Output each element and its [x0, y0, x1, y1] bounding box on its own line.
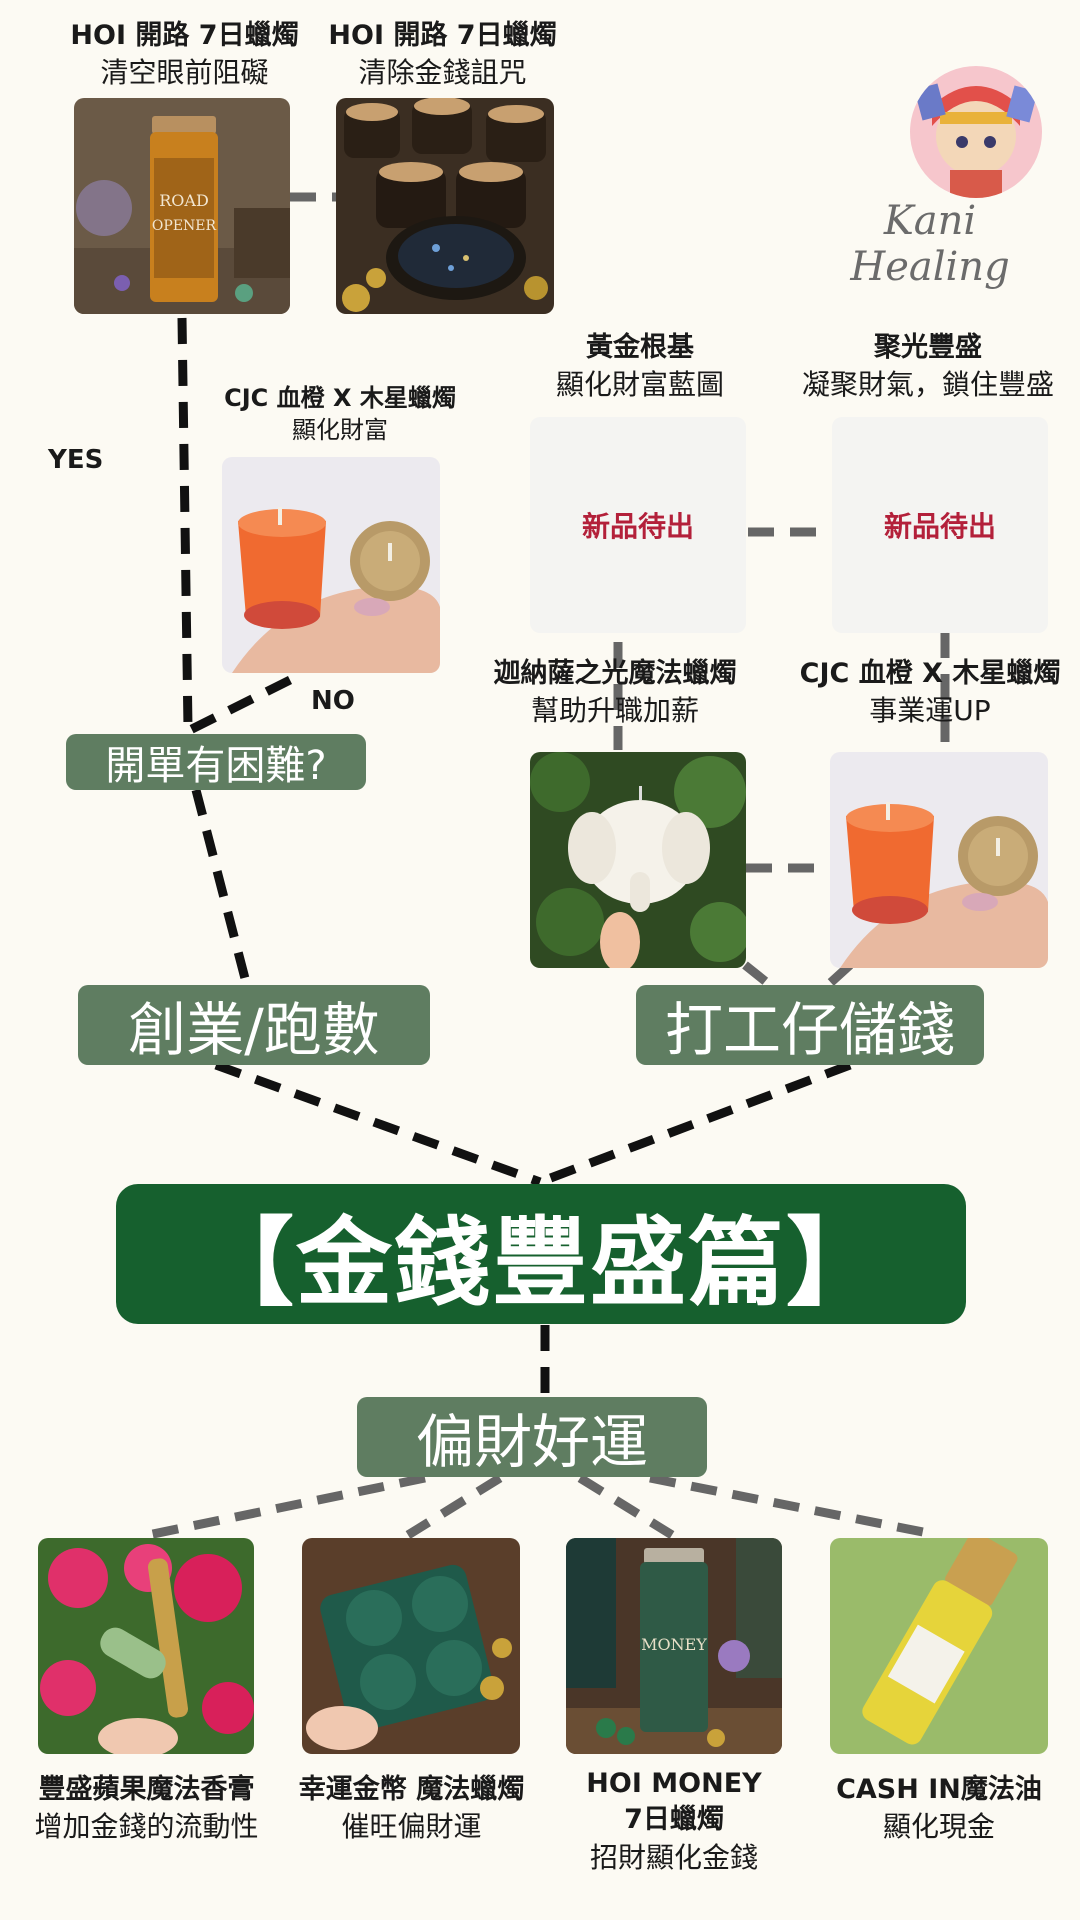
no-label: NO	[311, 686, 355, 716]
coming-soon-placeholder: 新品待出	[530, 417, 746, 633]
main-title-banner: 【金錢豐盛篇】	[116, 1184, 966, 1324]
product-title: 幸運金幣 魔法蠟燭	[298, 1774, 525, 1805]
road-opener-candle-photo[interactable]: ROAD OPENER	[74, 98, 290, 314]
ganesha-candle-photo[interactable]	[530, 752, 746, 968]
product-subtitle: 招財顯化金錢	[589, 1840, 758, 1874]
bottom-caption-2: HOI MONEY 7日蠟燭 招財顯化金錢	[554, 1766, 794, 1877]
svg-text:MONEY: MONEY	[641, 1635, 707, 1654]
top-right-caption: HOI 開路 7日蠟燭 清除金錢詛咒	[320, 18, 565, 92]
jupiter-candle-photo[interactable]	[222, 457, 440, 673]
cash-in-oil-photo[interactable]	[830, 1538, 1048, 1754]
hoi-money-candle-photo[interactable]: MONEY	[566, 1538, 782, 1754]
product-subtitle: 催旺偏財運	[341, 1810, 482, 1844]
product-title: 黃金根基	[586, 332, 694, 363]
brand-logo-text: Kani Healing	[850, 198, 1010, 290]
product-title: CJC 血橙 X 木星蠟燭	[224, 384, 456, 412]
business-branch-pill: 創業/跑數	[78, 985, 430, 1065]
product-subtitle: 凝聚財氣，鎖住豐盛	[801, 368, 1054, 402]
product-title: 迦納薩之光魔法蠟燭	[493, 658, 737, 689]
product-title-line2: 7日蠟燭	[624, 1804, 724, 1836]
svg-text:ROAD: ROAD	[159, 191, 209, 210]
product-subtitle: 事業運UP	[869, 694, 991, 728]
product-title: CJC 血橙 X 木星蠟燭	[799, 658, 1061, 689]
product-title: 聚光豐盛	[874, 332, 982, 363]
bottom-caption-1: 幸運金幣 魔法蠟燭 催旺偏財運	[284, 1772, 539, 1846]
product-title: HOI 開路 7日蠟燭	[70, 20, 299, 51]
product-title: 豐盛蘋果魔法香膏	[38, 1774, 255, 1805]
jupiter-right-caption: CJC 血橙 X 木星蠟燭 事業運UP	[780, 656, 1080, 730]
lucky-coin-candle-photo[interactable]	[302, 1538, 520, 1754]
bottom-caption-0: 豐盛蘋果魔法香膏 增加金錢的流動性	[14, 1772, 279, 1846]
product-title: HOI MONEY	[586, 1768, 762, 1799]
gold-foundation-caption: 黃金根基 顯化財富藍圖	[520, 330, 760, 404]
curse-clearing-candles-photo[interactable]	[336, 98, 554, 314]
product-subtitle: 顯化財富藍圖	[555, 368, 724, 402]
jupiter-left-caption: CJC 血橙 X 木星蠟燭 顯化財富	[210, 382, 470, 447]
question-pill: 開單有困難?	[66, 734, 366, 790]
ganesha-caption: 迦納薩之光魔法蠟燭 幫助升職加薪	[470, 656, 760, 730]
luck-branch-pill: 偏財好運	[357, 1397, 707, 1477]
product-subtitle: 增加金錢的流動性	[34, 1810, 259, 1844]
product-title: CASH IN魔法油	[836, 1774, 1042, 1805]
product-subtitle: 顯化財富	[292, 416, 388, 445]
product-subtitle: 幫助升職加薪	[530, 694, 699, 728]
employee-branch-pill: 打工仔儲錢	[636, 985, 984, 1065]
product-subtitle: 清除金錢詛咒	[358, 56, 527, 90]
bottom-caption-3: CASH IN魔法油 顯化現金	[814, 1772, 1064, 1846]
svg-text:OPENER: OPENER	[152, 218, 217, 234]
jupiter-candle-photo[interactable]	[830, 752, 1048, 968]
yes-label: YES	[48, 445, 104, 475]
product-subtitle: 清空眼前阻礙	[100, 56, 269, 90]
spotlight-caption: 聚光豐盛 凝聚財氣，鎖住豐盛	[778, 330, 1078, 404]
kani-healing-avatar-logo	[910, 66, 1042, 198]
product-title: HOI 開路 7日蠟燭	[328, 20, 557, 51]
product-subtitle: 顯化現金	[882, 1810, 995, 1844]
apple-balm-photo[interactable]	[38, 1538, 254, 1754]
coming-soon-placeholder: 新品待出	[832, 417, 1048, 633]
top-left-caption: HOI 開路 7日蠟燭 清空眼前阻礙	[62, 18, 307, 92]
